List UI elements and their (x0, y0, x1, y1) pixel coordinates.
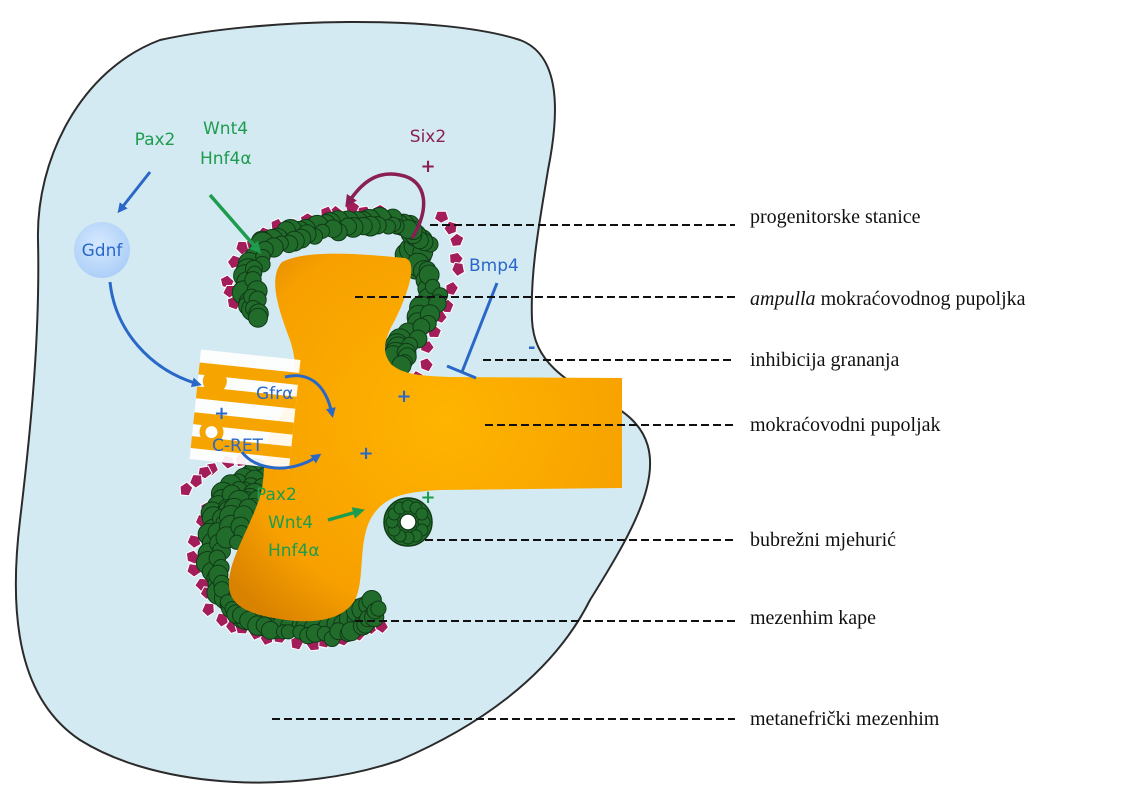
cap-cell (371, 601, 386, 616)
label-renal-vesicle: bubrežni mjehurić (750, 529, 896, 551)
cap-cell (249, 308, 268, 327)
label-ureteric-bud: mokraćovodni pupoljak (750, 414, 941, 436)
receptor-plus-sign: + (214, 403, 229, 424)
label-ampulla: ampulla mokraćovodnog pupoljka (750, 288, 1026, 310)
hnf4a-top-label: Hnf4α (200, 149, 252, 169)
hnf4a-bottom-label: Hnf4α (268, 541, 320, 561)
wnt4-bottom-label: Wnt4 (268, 513, 313, 533)
gdnf-label: Gdnf (82, 241, 124, 261)
wnt4-top-label: Wnt4 (203, 119, 248, 139)
gfra-label: Gfrα (256, 384, 293, 404)
pax2-bottom-label: Pax2 (256, 485, 297, 505)
label-progenitor-cells: progenitorske stanice (750, 206, 921, 228)
bud-plus-sign-2: + (358, 443, 373, 464)
six2-label: Six2 (410, 127, 446, 147)
label-cap-mesenchyme: mezenhim kape (750, 607, 876, 629)
label-branching-inhibition: inhibicija grananja (750, 349, 900, 371)
bud-plus-sign-1: + (396, 386, 411, 407)
bmp4-label: Bmp4 (469, 256, 519, 276)
six2-plus-sign: + (420, 156, 435, 177)
cap-cell (416, 508, 428, 520)
bmp4-minus-sign: - (528, 337, 535, 358)
pax2-top-label: Pax2 (135, 130, 176, 150)
vesicle-plus-sign: + (420, 487, 435, 508)
label-metanephric-mesenchyme: metanefrički mezenhim (750, 708, 940, 730)
cret-label: C-RET (212, 436, 264, 456)
